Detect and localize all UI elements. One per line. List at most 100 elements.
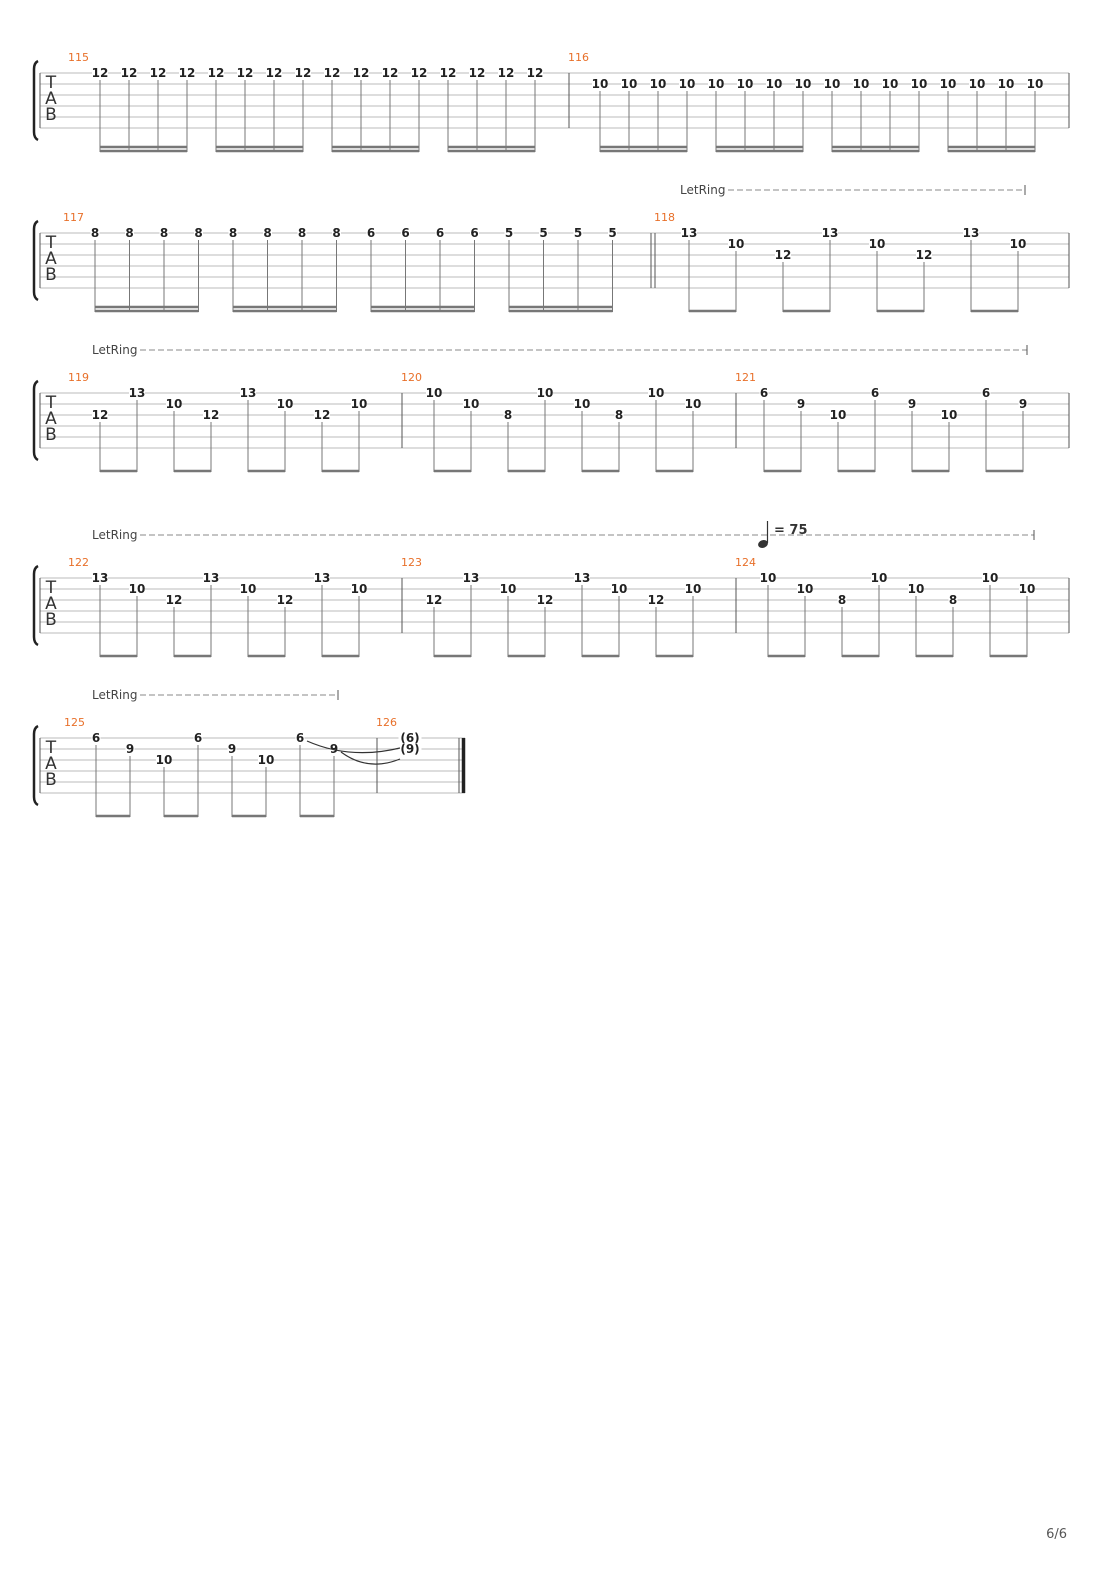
measure-number: 116	[568, 51, 589, 64]
fret-bg	[463, 572, 479, 584]
fret-bg	[329, 743, 339, 755]
fret-bg	[398, 732, 422, 744]
fret-number: 12	[440, 66, 457, 80]
fret-number: 9	[797, 397, 805, 411]
fret-number: 8	[504, 408, 512, 422]
tab-clef-letter: T	[45, 738, 57, 758]
fret-number: 10	[998, 77, 1015, 91]
fret-number: 6	[470, 226, 478, 240]
fret-bg	[90, 227, 100, 239]
fret-number: 12	[92, 408, 109, 422]
fret-bg	[295, 732, 305, 744]
fret-number: 10	[830, 408, 847, 422]
let-ring-label: LetRing	[92, 528, 137, 542]
fret-bg	[822, 227, 838, 239]
fret-bg	[504, 227, 514, 239]
fret-bg	[426, 594, 442, 606]
measure-number: 125	[64, 716, 85, 729]
fret-number: 10	[621, 77, 638, 91]
fret-bg	[382, 67, 398, 79]
tab-clef-letter: A	[45, 754, 57, 774]
fret-number: 6	[401, 226, 409, 240]
measure-number: 115	[68, 51, 89, 64]
fret-bg	[401, 227, 410, 239]
fret-bg	[1027, 78, 1043, 90]
fret-number: 10	[708, 77, 725, 91]
fret-bg	[907, 398, 917, 410]
tie-curve	[306, 740, 401, 754]
fret-bg	[353, 67, 369, 79]
fret-bg	[440, 67, 456, 79]
fret-bg	[611, 583, 627, 595]
fret-bg	[240, 583, 256, 595]
fret-bg	[760, 572, 776, 584]
fret-number: 10	[648, 386, 665, 400]
tab-clef-letter: A	[45, 89, 57, 109]
tab-clef-letter: T	[45, 393, 57, 413]
fret-number: 10	[940, 77, 957, 91]
fret-bg	[129, 387, 145, 399]
fret-number: 5	[608, 226, 616, 240]
fret-bg	[908, 583, 924, 595]
fret-number: 5	[574, 226, 582, 240]
fret-bg	[240, 387, 256, 399]
measure-number: 120	[401, 371, 422, 384]
fret-bg	[1018, 398, 1028, 410]
fret-number: 10	[258, 753, 275, 767]
measure-number: 121	[735, 371, 756, 384]
fret-bg	[125, 227, 134, 239]
measure-number: 126	[376, 716, 397, 729]
tab-clef-letter: T	[45, 73, 57, 93]
fret-number: 6	[367, 226, 375, 240]
fret-bg	[759, 387, 769, 399]
fret-number: 10	[1010, 237, 1027, 251]
fret-number: 10	[277, 397, 294, 411]
fret-number: 12	[916, 248, 933, 262]
fret-number: 10	[882, 77, 899, 91]
fret-bg	[795, 78, 811, 90]
fret-number: 8	[194, 226, 202, 240]
fret-number: 12	[498, 66, 515, 80]
fret-number: 6	[982, 386, 990, 400]
tab-clef-letter: A	[45, 249, 57, 269]
measure-number: 119	[68, 371, 89, 384]
fret-number: 10	[611, 582, 628, 596]
fret-bg	[592, 78, 608, 90]
fret-number: 13	[822, 226, 839, 240]
fret-number: 10	[795, 77, 812, 91]
fret-number: 12	[179, 66, 196, 80]
fret-number: 8	[229, 226, 237, 240]
fret-number: 6	[92, 731, 100, 745]
fret-bg	[470, 227, 479, 239]
fret-bg	[324, 67, 340, 79]
fret-bg	[608, 227, 617, 239]
fret-bg	[539, 227, 548, 239]
fret-bg	[614, 409, 624, 421]
fret-number: 10	[351, 582, 368, 596]
fret-bg	[766, 78, 782, 90]
fret-bg	[648, 387, 664, 399]
let-ring-label: LetRing	[92, 688, 137, 702]
fret-number: 12	[277, 593, 294, 607]
fret-number: 12	[208, 66, 225, 80]
fret-number: 12	[648, 593, 665, 607]
let-ring-label: LetRing	[680, 183, 725, 197]
fret-number: 12	[537, 593, 554, 607]
fret-number: 13	[92, 571, 109, 585]
fret-number: 10	[240, 582, 257, 596]
fret-bg	[621, 78, 637, 90]
fret-number: 10	[911, 77, 928, 91]
fret-bg	[648, 594, 664, 606]
fret-number: 6	[296, 731, 304, 745]
fret-number: 8	[615, 408, 623, 422]
fret-bg	[681, 227, 697, 239]
fret-number: 13	[681, 226, 698, 240]
fret-bg	[527, 67, 543, 79]
fret-bg	[332, 227, 341, 239]
fret-number: 12	[314, 408, 331, 422]
fret-bg	[92, 409, 108, 421]
fret-number: 12	[527, 66, 544, 80]
fret-bg	[837, 594, 847, 606]
fret-number: 12	[266, 66, 283, 80]
tempo-text: = 75	[774, 523, 808, 538]
